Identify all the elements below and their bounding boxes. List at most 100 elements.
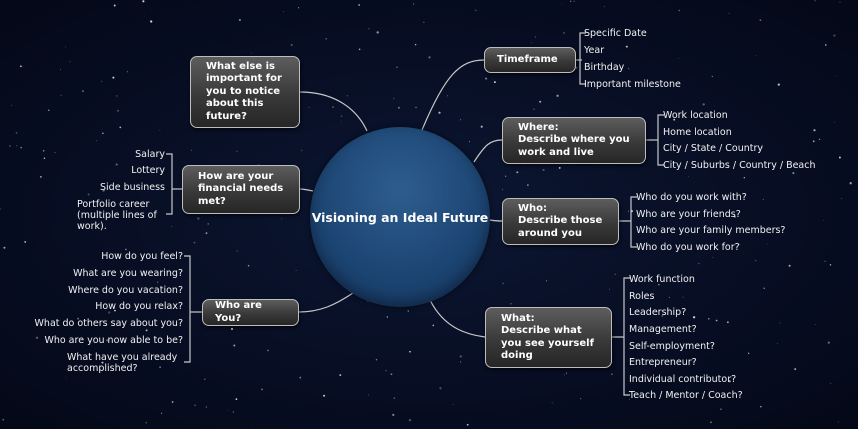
leaf-timeframe-1[interactable]: Specific Date xyxy=(584,28,647,39)
leaf-what-5[interactable]: Self-employment? xyxy=(629,341,715,352)
star-dot xyxy=(19,65,22,68)
star-dot xyxy=(358,48,361,51)
leaf-what-6[interactable]: Entrepreneur? xyxy=(629,357,697,368)
leaf-you-7[interactable]: What have you already accomplished? xyxy=(67,352,178,374)
leaf-financial-3[interactable]: Side business xyxy=(100,182,165,193)
star-dot xyxy=(340,115,343,118)
bracket-where xyxy=(657,114,664,166)
star-dot xyxy=(376,31,379,34)
leaf-what-1[interactable]: Work function xyxy=(629,274,695,285)
leaf-you-5[interactable]: What do others say about you? xyxy=(34,318,183,329)
leaf-where-1[interactable]: Work location xyxy=(663,110,728,121)
leaf-timeframe-2[interactable]: Year xyxy=(584,45,605,56)
topic-who-label: Who: Describe those around you xyxy=(518,202,603,239)
star-dot xyxy=(563,374,565,376)
star-dot xyxy=(106,339,109,342)
star-dot xyxy=(432,324,435,327)
leaf-where-4[interactable]: City / Suburbs / Country / Beach xyxy=(663,160,816,171)
leaf-financial-2[interactable]: Lottery xyxy=(131,165,165,176)
star-dot xyxy=(468,141,470,143)
leaf-you-4[interactable]: How do you relax? xyxy=(95,301,183,312)
leaf-where-2[interactable]: Home location xyxy=(663,127,732,138)
star-dot xyxy=(835,75,837,77)
connector-timeframe xyxy=(421,59,485,131)
star-dot xyxy=(743,177,745,179)
star-dot xyxy=(144,15,146,17)
leaf-financial-4[interactable]: Portfolio career (multiple lines of work… xyxy=(77,199,157,232)
star-dot xyxy=(818,138,821,141)
topic-where[interactable]: Where: Describe where you work and live xyxy=(502,117,646,164)
star-dot xyxy=(551,402,553,404)
star-dot xyxy=(204,378,206,381)
leaf-you-2[interactable]: What are you wearing? xyxy=(73,268,183,279)
topic-timeframe-label: Timeframe xyxy=(497,53,558,65)
star-dot xyxy=(308,106,310,109)
topic-who-are-you[interactable]: Who are You? xyxy=(202,299,299,326)
star-dot xyxy=(375,358,378,361)
topic-notice[interactable]: What else is important for you to notice… xyxy=(190,56,300,128)
leaf-you-3[interactable]: Where do you vacation? xyxy=(68,285,183,296)
star-dot xyxy=(604,5,605,7)
leaf-what-7[interactable]: Individual contributor? xyxy=(629,374,737,385)
star-dot xyxy=(397,106,400,109)
topic-timeframe[interactable]: Timeframe xyxy=(484,47,576,73)
star-dot xyxy=(702,103,705,106)
leaf-you-6[interactable]: Who are you now able to be? xyxy=(44,335,183,346)
star-dot xyxy=(510,302,512,305)
star-dot xyxy=(157,281,159,283)
leaf-you-1[interactable]: How do you feel? xyxy=(101,251,183,262)
star-dot xyxy=(207,223,210,225)
star-dot xyxy=(658,283,660,286)
star-dot xyxy=(766,243,768,245)
star-dot xyxy=(261,388,263,391)
leaf-timeframe-4[interactable]: Important milestone xyxy=(584,79,681,90)
star-dot xyxy=(502,282,504,285)
star-dot xyxy=(233,344,236,347)
star-dot xyxy=(35,336,39,339)
star-dot xyxy=(87,193,90,196)
star-dot xyxy=(475,9,477,11)
connector-what xyxy=(429,299,486,338)
star-dot xyxy=(761,147,763,149)
connector-where xyxy=(473,139,503,163)
leaf-who-4[interactable]: Who do you work for? xyxy=(636,242,740,253)
leaf-who-3[interactable]: Who are your family members? xyxy=(636,225,786,236)
leaf-what-3[interactable]: Leadership? xyxy=(629,307,687,318)
topic-who[interactable]: Who: Describe those around you xyxy=(502,198,619,245)
star-dot xyxy=(413,3,415,5)
star-dot xyxy=(171,401,174,403)
connector-you xyxy=(298,292,354,313)
star-dot xyxy=(65,377,67,379)
leaf-where-3[interactable]: City / State / Country xyxy=(663,143,763,154)
star-dot xyxy=(447,95,448,97)
star-dot xyxy=(125,248,127,251)
star-dot xyxy=(792,172,795,175)
leaf-what-2[interactable]: Roles xyxy=(629,291,655,302)
leaf-financial-1[interactable]: Salary xyxy=(135,149,165,160)
central-topic[interactable]: Visioning an Ideal Future xyxy=(310,127,490,307)
star-dot xyxy=(839,1,841,3)
connector-notice xyxy=(299,91,368,132)
leaf-who-1[interactable]: Who do you work with? xyxy=(636,192,747,203)
star-dot xyxy=(301,149,303,151)
star-dot xyxy=(534,36,537,38)
star-dot xyxy=(236,250,238,252)
topic-what[interactable]: What: Describe what you see yourself doi… xyxy=(485,307,612,368)
leaf-timeframe-3[interactable]: Birthday xyxy=(584,62,625,73)
topic-financial[interactable]: How are your financial needs met? xyxy=(182,165,300,214)
star-dot xyxy=(205,406,207,408)
star-dot xyxy=(390,373,393,376)
star-dot xyxy=(102,189,105,192)
leaf-what-8[interactable]: Teach / Mentor / Coach? xyxy=(629,390,743,401)
star-dot xyxy=(814,324,816,325)
topic-where-label: Where: Describe where you work and live xyxy=(518,121,630,158)
star-dot xyxy=(115,163,118,166)
star-dot xyxy=(747,352,750,354)
star-dot xyxy=(81,90,84,93)
star-dot xyxy=(794,368,797,371)
leaf-what-4[interactable]: Management? xyxy=(629,324,697,335)
star-dot xyxy=(841,197,843,199)
leaf-who-2[interactable]: Who are your friends? xyxy=(636,209,741,220)
star-dot xyxy=(812,140,815,143)
bracket-what xyxy=(623,277,630,396)
